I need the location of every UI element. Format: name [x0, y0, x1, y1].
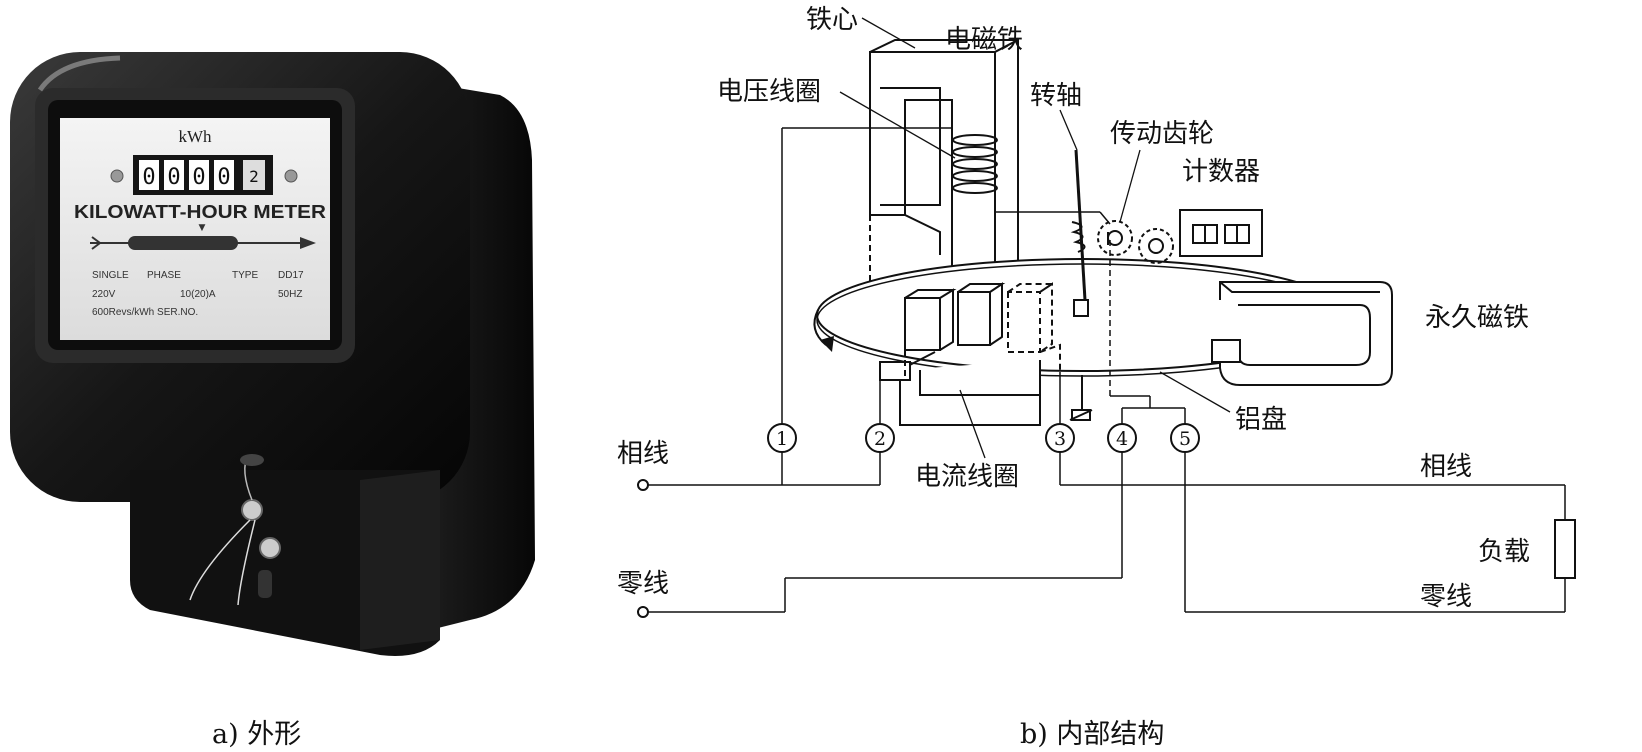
neutral-input-terminal	[637, 606, 649, 618]
label-phase-out: 相线	[1420, 452, 1472, 482]
terminal-circle	[865, 423, 895, 453]
meter-last-digit-box	[243, 160, 265, 190]
leader-lines	[839, 17, 1231, 459]
terminal-circle	[1045, 423, 1075, 453]
spec-text: DD17	[278, 270, 304, 281]
spec-text: SINGLE	[92, 270, 129, 281]
label-aluminum-disc: 铝盘	[1235, 405, 1287, 435]
meter-title: KILOWATT-HOUR METER	[74, 202, 326, 222]
load-resistor	[1554, 519, 1576, 579]
terminal-circle	[767, 423, 797, 453]
spec-text: TYPE	[232, 270, 258, 281]
label-shaft: 转轴	[1030, 81, 1082, 111]
counter-box	[1179, 209, 1263, 257]
caption-b: b) 内部结构	[1020, 719, 1165, 750]
meter-photo: kWh 0 0 0 0 2 KILOWATT-HOUR METER ▼ SING…	[10, 52, 535, 656]
label-voltage-coil: 电压线圈	[717, 77, 821, 107]
label-phase-in: 相线	[617, 439, 669, 469]
terminal-label: 1	[776, 428, 788, 450]
spec-text: PHASE	[147, 270, 181, 281]
label-neutral-out: 零线	[1420, 582, 1472, 612]
label-iron-core: 铁心	[806, 5, 858, 35]
current-coil	[879, 282, 1061, 426]
meter-unit-label: kWh	[178, 127, 212, 146]
spec-text: 10(20)A	[180, 289, 216, 300]
label-permanent-magnet: 永久磁铁	[1425, 303, 1529, 333]
shaft	[1069, 149, 1093, 421]
caption-a: a) 外形	[212, 719, 302, 750]
meter-last-digit: 2	[249, 167, 259, 186]
meter-digit-box	[139, 160, 159, 190]
label-counter: 计数器	[1182, 157, 1260, 187]
meter-digit-box	[189, 160, 209, 190]
terminal-circle	[1107, 423, 1137, 453]
screw-icon	[110, 169, 124, 183]
terminal-label: 4	[1116, 428, 1128, 450]
terminal-label: 3	[1054, 428, 1066, 450]
phase-input-terminal	[637, 479, 649, 491]
screw-icon	[284, 169, 298, 183]
gear-icon	[1097, 220, 1174, 264]
label-electromagnet: 电磁铁	[945, 25, 1023, 55]
voltage-coil	[952, 134, 998, 194]
meter-digit: 0	[142, 165, 155, 190]
arrow-icon	[90, 236, 316, 250]
screw-icon	[241, 499, 263, 521]
label-neutral-in: 零线	[617, 569, 669, 599]
meter-digit: 0	[192, 165, 205, 190]
spec-text: 600Revs/kWh SER.NO.	[92, 307, 198, 318]
label-load: 负载	[1478, 537, 1530, 567]
label-current-coil: 电流线圈	[915, 462, 1019, 492]
screw-icon	[259, 537, 281, 559]
label-gear: 传动齿轮	[1110, 119, 1214, 149]
spec-text: 220V	[92, 289, 116, 300]
wiring	[648, 127, 1566, 613]
terminal-label: 2	[874, 428, 886, 450]
permanent-magnet	[1211, 281, 1393, 386]
meter-digit: 0	[167, 165, 180, 190]
meter-digit: 0	[217, 165, 230, 190]
seal-wire	[189, 454, 281, 606]
pointer-marker: ▼	[199, 223, 206, 233]
meter-digit-box	[164, 160, 184, 190]
spec-text: 50HZ	[278, 289, 302, 300]
terminal-label: 5	[1179, 428, 1191, 450]
terminal-circle	[1170, 423, 1200, 453]
meter-digit-box	[214, 160, 234, 190]
internal-diagram	[637, 17, 1576, 618]
